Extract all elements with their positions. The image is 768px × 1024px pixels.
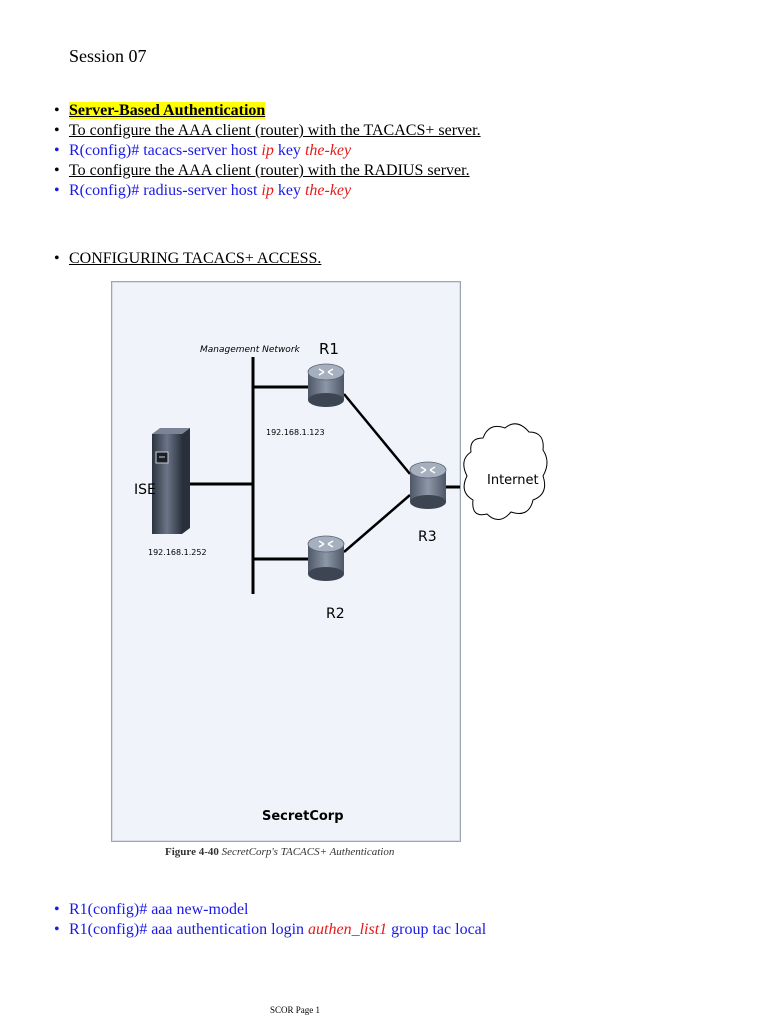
list-item: • To configure the AAA client (router) wi… [51, 121, 481, 141]
list-item: • To configure the AAA client (router) wi… [51, 161, 481, 181]
tacacs-heading: CONFIGURING TACACS+ ACCESS. [69, 250, 322, 267]
tacacs-config-text: To configure the AAA client (router) wit… [69, 122, 481, 139]
command-arg: the-key [304, 142, 352, 159]
list-item: • R1(config)# aaa new-model [51, 900, 509, 920]
internet-cloud-icon: Internet [463, 423, 548, 520]
command-text: R1(config)# aaa authentication login [69, 921, 309, 938]
r2-label: R2 [326, 606, 345, 622]
list-item: • R(config)# tacacs-server host ip key th… [51, 141, 481, 161]
radius-config-text: To configure the AAA client (router) wit… [69, 162, 470, 179]
command-text: R1(config)# aaa new-model [69, 901, 249, 918]
ise-server-icon [152, 428, 190, 534]
command-text: key [273, 142, 305, 159]
command-text: group tac local [387, 921, 487, 938]
router-r3-icon [409, 461, 447, 509]
figure-title: SecretCorp's TACACS+ Authentication [221, 846, 395, 858]
r1-ip-label: 192.168.1.123 [266, 428, 325, 437]
ise-label: ISE [134, 482, 156, 498]
list-item: • R(config)# radius-server host ip key th… [51, 181, 481, 201]
router-r1-icon [307, 363, 345, 407]
ise-ip-label: 192.168.1.252 [148, 548, 207, 557]
bullet-icon: • [54, 122, 60, 139]
command-arg: ip [261, 142, 274, 159]
r3-label: R3 [418, 529, 437, 545]
r1-r3-link [343, 393, 411, 475]
r2-r3-link [343, 494, 411, 553]
page-footer: SCOR Page 1 [270, 1005, 321, 1015]
bullet-icon: • [54, 182, 60, 199]
command-text: R(config)# tacacs-server host [69, 142, 262, 159]
section-heading: Server-Based Authentication [69, 102, 266, 119]
list-item: • Server-Based Authentication [51, 101, 481, 121]
internet-label: Internet [487, 473, 539, 488]
bullet-icon: • [54, 162, 60, 179]
tacacs-list: • CONFIGURING TACACS+ ACCESS. [51, 249, 321, 269]
r1-label: R1 [319, 340, 339, 358]
org-label: SecretCorp [262, 809, 344, 824]
bullet-icon: • [54, 102, 60, 119]
bullet-icon: • [54, 901, 60, 918]
command-text: R(config)# radius-server host [69, 182, 262, 199]
router-r2-icon [307, 535, 345, 581]
command-text: key [273, 182, 305, 199]
aaa-commands-list: • R1(config)# aaa new-model • R1(config)# … [51, 900, 509, 940]
command-arg: authen_list1 [308, 921, 388, 938]
list-item: • R1(config)# aaa authentication login au… [51, 920, 509, 940]
figure-number: Figure 4-40 [165, 846, 219, 858]
bullet-icon: • [54, 142, 60, 159]
command-arg: ip [261, 182, 274, 199]
management-network-label: Management Network [200, 345, 301, 355]
list-item: • CONFIGURING TACACS+ ACCESS. [51, 249, 321, 269]
command-arg: the-key [304, 182, 352, 199]
bullet-icon: • [54, 921, 60, 938]
page-title: Session 07 [69, 46, 147, 66]
figure-caption: Figure 4-40 SecretCorp's TACACS+ Authent… [165, 846, 394, 858]
server-auth-list: • Server-Based Authentication • To configu… [51, 101, 481, 201]
network-diagram: Management Network R1 192.168.1.123 ISE … [111, 281, 461, 842]
bullet-icon: • [54, 250, 60, 267]
diagram-svg: Management Network R1 192.168.1.123 ISE … [134, 340, 460, 824]
